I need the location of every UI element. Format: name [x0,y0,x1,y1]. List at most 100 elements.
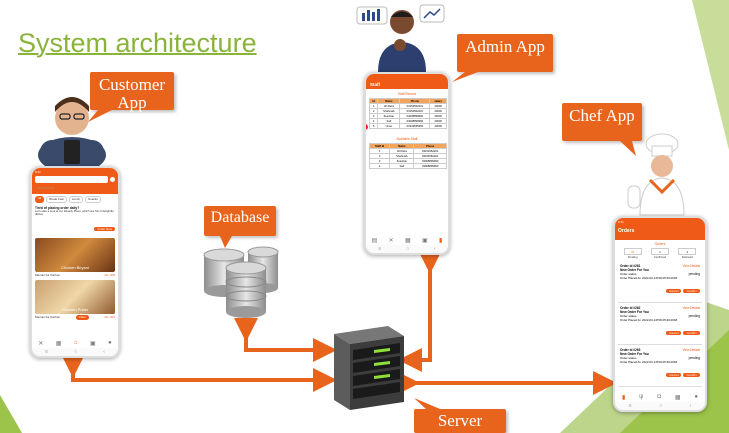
admin-header: Staff [366,80,448,89]
menu-icon[interactable]: ≡ [628,403,632,409]
cancel-button[interactable]: Cancel [666,289,682,293]
stat-pending[interactable]: 11 Pending [623,248,642,260]
dining-icon[interactable]: ψ [639,394,644,400]
system-nav: ≡ ○ ‹ [32,348,118,356]
profile-icon[interactable]: ● [694,394,699,400]
tools-icon[interactable]: ✕ [388,237,394,244]
customer-app-header: 9:41 Search Food [32,168,118,194]
back-icon[interactable]: ‹ [103,349,105,355]
category-chips: All Break Fast Lunch Snacks [32,194,118,205]
chef-app-phone: 9:41 Orders Orders 11 Pending 1 Confirme… [613,216,707,412]
order-placed-time: Order Placed At: 2022-03-14T09:05:40.000… [620,276,678,280]
stat-delivered[interactable]: 1 Delivered [678,248,697,260]
table-cell: 20000 [429,123,447,129]
confirm-button[interactable]: Confirm [683,331,700,335]
search-input[interactable]: Search Food [35,176,108,190]
confirm-button[interactable]: Confirm [683,373,700,377]
order-id: Order id #263 [620,348,641,352]
table-cell: Saif [389,163,415,169]
table-cell: 03343535350 [399,123,431,129]
staff-record-title: Staff Record [397,92,417,96]
history-icon[interactable]: ▦ [674,394,681,401]
arrow-database-server [234,318,337,362]
orders-icon[interactable]: ▮ [621,394,626,401]
status-time: 9:41 [35,170,41,174]
system-nav: ≡ ○ ‹ [615,402,705,410]
status-time: 9:41 [618,220,624,224]
bell-icon[interactable]: ◘ [657,394,661,400]
order-status: pending [688,272,700,276]
view-details-link[interactable]: View Details [682,306,700,310]
order-placed-time: Order Placed At: 2022-03-14T09:05:40.000… [620,318,678,322]
chip-lunch[interactable]: Lunch [68,196,84,203]
item-name: Chicken Pulao [62,306,88,312]
item-price: Rs. 300 [104,314,115,319]
cancel-button[interactable]: Cancel [666,373,682,377]
order-status-label: Order status [620,356,637,360]
chip-snacks[interactable]: Snacks [85,196,101,203]
home-icon[interactable]: ⌂ [73,340,78,346]
promo-card: Tired of placing order daily? Let's take… [32,205,118,236]
menu-icon[interactable]: ≡ [45,349,48,355]
orders-icon[interactable]: ▦ [405,237,411,244]
chef-app-header: 9:41 Orders [615,218,705,240]
table-cell: 03008899990 [413,163,447,169]
menu-icon[interactable]: ▣ [422,237,428,244]
cart-icon[interactable]: ▣ [89,340,96,347]
food-image-pulao[interactable]: Chicken Pulao [35,279,115,314]
home-circle-icon[interactable]: ○ [74,349,78,355]
page-title: System architecture [18,28,257,58]
database-callout: Database [204,206,276,236]
order-title: New Order For You [620,268,649,272]
order-status: pending [688,314,700,318]
cancel-button[interactable]: Cancel [666,331,682,335]
view-details-link[interactable]: View Details [682,348,700,352]
close-icon[interactable]: ✕ [38,340,44,347]
stat-confirmed[interactable]: 1 Confirmed [650,248,669,260]
confirm-button[interactable]: Confirm [683,289,700,293]
cart-icon[interactable] [110,177,115,182]
menu-icon[interactable]: ≡ [378,246,382,252]
customer-bottom-nav: ✕ ▦ ⌂ ▣ ● [32,338,118,348]
system-nav: ≡ ○ ‹ [366,245,448,253]
order-placed-time: Order Placed At: 2022-03-14T09:05:40.000… [620,360,678,364]
food-image-biryani[interactable]: Chicken Biryani [35,237,115,272]
grid-icon[interactable]: ▦ [55,340,62,347]
back-icon[interactable]: ‹ [433,246,436,252]
back-icon[interactable]: ‹ [689,403,692,409]
profile-icon[interactable]: ● [108,340,112,346]
arrow-admin-server [398,250,442,372]
order-now-button[interactable]: Order Now [94,226,115,231]
chip-breakfast[interactable]: Break Fast [46,196,67,203]
chip-all[interactable]: All [35,196,45,203]
order-title: New Order For You [620,310,649,314]
order-stats: 11 Pending 1 Confirmed 1 Delivered [615,247,705,261]
orders-section-title: Orders [654,242,666,246]
staff-icon[interactable]: ▮ [439,237,443,244]
admin-app-callout: Admin App [457,34,553,72]
home-circle-icon[interactable]: ○ [659,403,663,409]
view-details-link[interactable]: View Details [682,264,700,268]
order-status-label: Order status [620,314,637,318]
chef-header: Orders [618,228,635,234]
dashboard-icon[interactable]: ▤ [371,237,378,244]
home-circle-icon[interactable]: ○ [406,246,410,252]
table-cell: 5 [368,123,379,129]
filter-button[interactable]: Filter [76,314,89,320]
customer-app-phone: 9:41 Search Food All Break Fast Lunch Sn… [30,166,120,358]
